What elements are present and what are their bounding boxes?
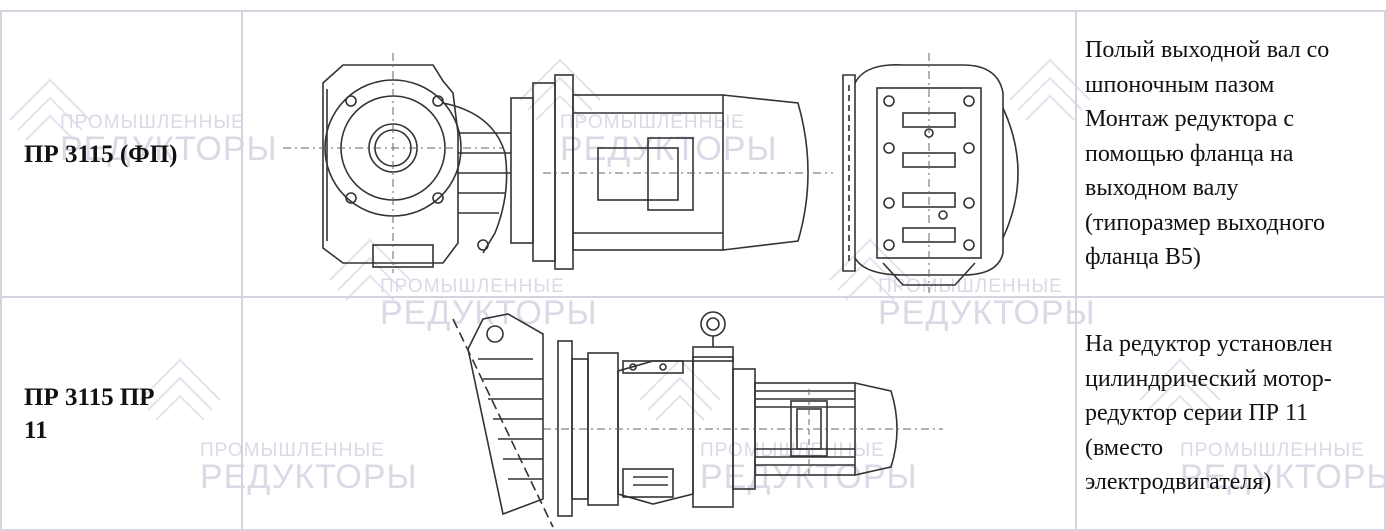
description-line: Полый выходной вал со [1085,36,1330,63]
description-line: выходном валу [1085,175,1239,202]
description-line: На редуктор установлен [1085,331,1333,358]
drawing-cell [241,10,1077,298]
description-line: фланца В5) [1085,244,1201,271]
description-cell: Полый выходной вал со шпоночным пазом Мо… [1075,10,1386,298]
description-line: цилиндрический мотор- [1085,365,1332,392]
description-line: шпоночным пазом [1085,71,1275,98]
table-row: ПР 3115 ПР 11 [0,296,1386,531]
description-line: помощью фланца на [1085,140,1294,167]
description-line: Монтаж редуктора с [1085,106,1294,133]
model-cell: ПР 3115 (ФП) [0,10,243,298]
description-cell: На редуктор установлен цилиндрический мо… [1075,296,1386,531]
description-line: редуктор серии ПР 11 [1085,400,1309,427]
model-label: ПР 3115 (ФП) [24,140,178,168]
model-label: ПР 3115 ПР [24,383,155,411]
specification-table: ПР 3115 (ФП) [0,10,1386,531]
gear-reducer-flange-drawing [283,53,1019,293]
model-cell: ПР 3115 ПР 11 [0,296,243,531]
table-row: ПР 3115 (ФП) [0,10,1386,298]
description-line: электродвигателя) [1085,469,1272,496]
model-label: 11 [24,416,48,444]
description-line: (вместо [1085,434,1164,461]
drawing-cell [241,296,1077,531]
description-line: (типоразмер выходного [1085,209,1325,236]
gear-reducer-motor-reducer-drawing [452,311,943,528]
